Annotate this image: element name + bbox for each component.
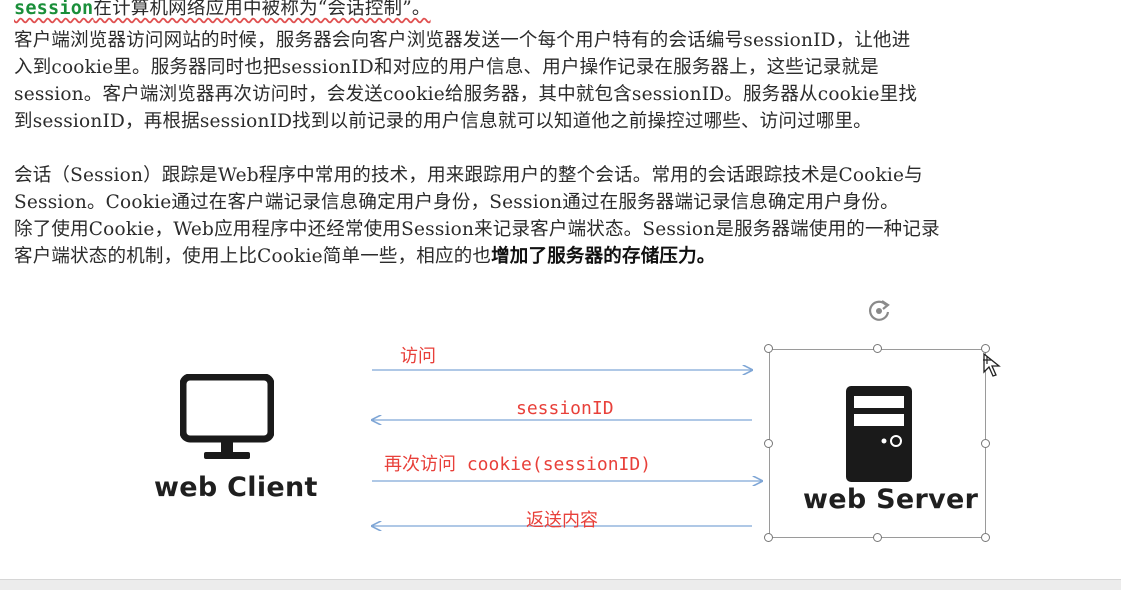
cursor-icon (983, 352, 1001, 377)
resize-handle-left[interactable] (764, 439, 773, 448)
session-keyword: session (14, 0, 94, 19)
session-intro-line: session在计算机网络应用中被称为“会话控制”。 (14, 0, 431, 20)
rotate-icon[interactable] (864, 296, 894, 326)
para2-line-4-normal: 客户端状态的机制，使用上比Cookie简单一些，相应的也 (14, 246, 492, 267)
resize-handle-bottom-right[interactable] (981, 533, 990, 542)
server-icon (846, 386, 912, 482)
para1-line-2: 入到cookie里。服务器同时也把sessionID和对应的用户信息、用户操作记… (14, 57, 879, 78)
para1-line-4: 到sessionID，再根据sessionID找到以前记录的用户信息就可以知道他… (14, 111, 872, 132)
monitor-icon (180, 374, 274, 459)
resize-handle-top[interactable] (873, 344, 882, 353)
resize-handle-top-left[interactable] (764, 344, 773, 353)
arrow-revisit-label: 再次访问 cookie(sessionID) (384, 454, 652, 475)
arrows-layer (360, 360, 770, 535)
window-bottom-bar (0, 579, 1121, 590)
session-intro-text: 在计算机网络应用中被称为“会话控制”。 (93, 0, 431, 19)
resize-handle-top-right[interactable] (981, 344, 990, 353)
para2-line-2: Session。Cookie通过在客户端记录信息确定用户身份，Session通过… (14, 192, 899, 213)
server-label: web Server (803, 484, 979, 515)
para1-line-3: session。客户端浏览器再次访问时，会发送cookie给服务器，其中就包含s… (14, 84, 918, 105)
arrow-return-label: 返送内容 (526, 510, 598, 531)
resize-handle-right[interactable] (981, 439, 990, 448)
resize-handle-bottom[interactable] (873, 533, 882, 542)
para2-line-4: 客户端状态的机制，使用上比Cookie简单一些，相应的也增加了服务器的存储压力。 (14, 242, 716, 268)
resize-handle-bottom-left[interactable] (764, 533, 773, 542)
para2-line-3: 除了使用Cookie，Web应用程序中还经常使用Session来记录客户端状态。… (14, 219, 940, 240)
arrow-sessionid-label: sessionID (516, 398, 614, 419)
para2-line-1: 会话（Session）跟踪是Web程序中常用的技术，用来跟踪用户的整个会话。常用… (14, 165, 923, 186)
para1-line-1: 客户端浏览器访问网站的时候，服务器会向客户浏览器发送一个每个用户特有的会话编号s… (14, 30, 911, 51)
arrow-visit-label: 访问 (400, 346, 436, 367)
para2-line-4-bold: 增加了服务器的存储压力。 (491, 246, 716, 267)
client-label: web Client (154, 472, 318, 503)
